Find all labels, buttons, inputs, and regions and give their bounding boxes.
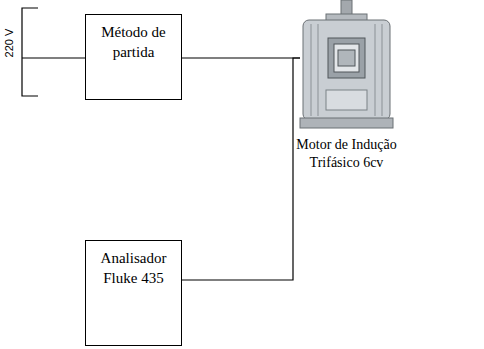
supply-wire — [22, 57, 85, 58]
supply-bracket — [22, 8, 38, 96]
box-label: Analisador Fluke 435 — [86, 241, 181, 288]
box-label: Método de partida — [86, 15, 181, 62]
motor-illustration — [300, 0, 393, 128]
process-box: Método de partida — [85, 14, 182, 100]
wire-connector — [182, 57, 300, 58]
process-box: Analisador Fluke 435 — [85, 240, 182, 346]
wire-connector — [182, 58, 300, 280]
voltage-label: 220 V — [3, 21, 15, 65]
motor-node: Motor de Indução Trifásico 6cv — [300, 2, 393, 130]
motor-label: Motor de Indução Trifásico 6cv — [276, 136, 417, 172]
